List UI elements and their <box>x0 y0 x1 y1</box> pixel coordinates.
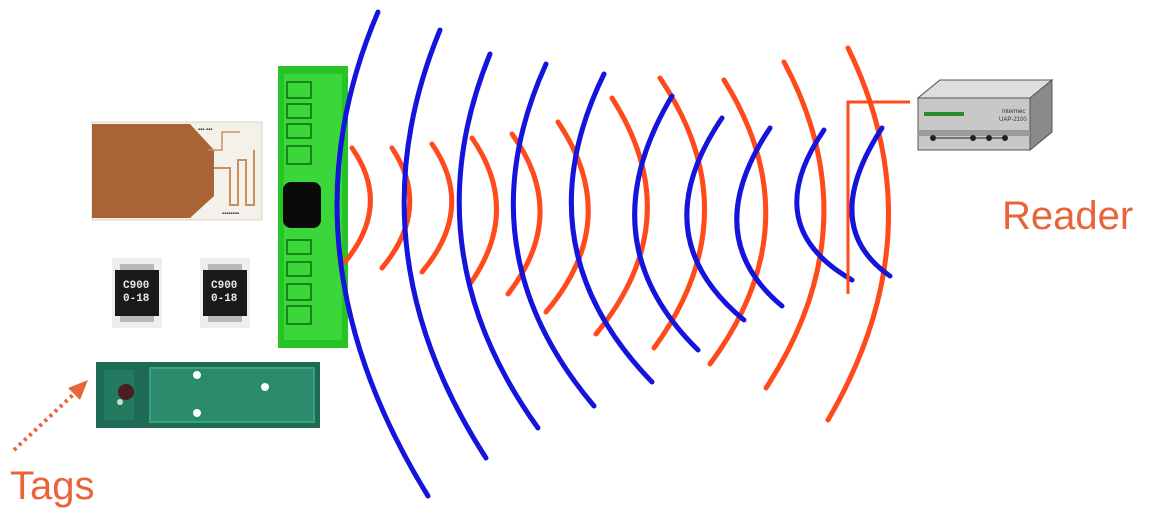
chip-1-line1: C900 <box>123 280 149 292</box>
chip-1: C900 0-18 <box>112 258 162 328</box>
copper-label-tag: ▪▪▪ ▪▪▪ ▪▪▪▪▪▪▪▪ <box>91 121 263 221</box>
tags-pointer-arrow <box>12 380 88 452</box>
red-wave-1 <box>342 145 373 265</box>
red-wave-11 <box>825 45 891 423</box>
blue-wave-10 <box>849 125 893 279</box>
reader-brand: Intermec <box>1002 109 1025 115</box>
blue-wave-4 <box>510 61 597 409</box>
chip-2: C900 0-18 <box>200 258 250 328</box>
tags-label: Tags <box>10 464 95 508</box>
chip-1-line2: 0-18 <box>123 293 150 305</box>
reader-model: UAP-2100 <box>999 117 1027 123</box>
svg-text:▪▪▪▪▪▪▪▪: ▪▪▪▪▪▪▪▪ <box>222 211 239 217</box>
reader-label: Reader <box>1002 194 1134 238</box>
red-wave-10 <box>763 59 827 391</box>
blue-wave-5 <box>568 71 655 385</box>
blue-waves <box>334 9 893 499</box>
svg-text:▪▪▪ ▪▪▪: ▪▪▪ ▪▪▪ <box>198 127 212 133</box>
blue-wave-1 <box>334 9 431 499</box>
red-wave-7 <box>593 95 650 337</box>
reader-device: Intermec UAP-2100 <box>916 78 1054 152</box>
chip-2-line1: C900 <box>211 280 237 292</box>
blue-wave-8 <box>734 125 785 309</box>
red-wave-9 <box>707 77 769 367</box>
red-wave-3 <box>419 141 455 275</box>
blue-wave-3 <box>456 51 541 431</box>
chip-2-line2: 0-18 <box>211 293 238 305</box>
blue-wave-2 <box>401 27 489 461</box>
red-wave-8 <box>651 75 707 351</box>
blue-wave-7 <box>684 115 747 323</box>
reader-antenna-bracket <box>846 100 910 294</box>
dark-green-tag <box>96 362 320 428</box>
red-wave-2 <box>379 145 413 271</box>
blue-wave-9 <box>794 127 855 283</box>
red-wave-6 <box>543 119 591 315</box>
red-wave-4 <box>467 135 499 287</box>
blue-wave-6 <box>632 93 701 353</box>
